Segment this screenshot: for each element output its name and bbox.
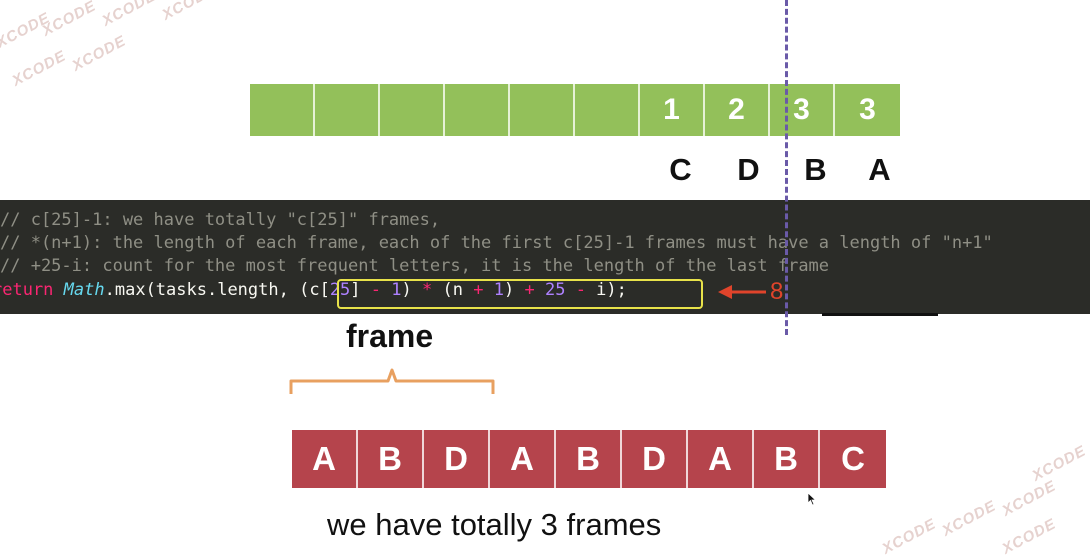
green-array: 1 2 3 3 [250,84,900,136]
green-cell: 3 [770,84,835,136]
red-cell: A [688,430,754,488]
divider [822,313,938,316]
code-panel: // c[25]-1: we have totally "c[25]" fram… [0,200,1090,314]
code-number: 1 [493,280,504,300]
mouse-cursor-icon [807,492,817,506]
red-cell: D [424,430,490,488]
red-cell: B [754,430,820,488]
code-text: (n [432,280,474,300]
red-cell: A [292,430,358,488]
code-text: ] [350,280,371,300]
green-cell [315,84,380,136]
green-cell [445,84,510,136]
code-operator: * [422,280,433,300]
watermark-text: XCODE [9,47,69,90]
letter-label: C [669,152,692,187]
watermark-text: XCODE [39,0,99,40]
dashed-divider [785,0,788,335]
code-operator: - [575,280,586,300]
watermark-text: XCODE [159,0,219,24]
arrow-left-icon [718,285,766,299]
red-cell: C [820,430,886,488]
curly-brace-icon [289,368,495,394]
code-number: 25 [329,280,351,300]
green-cell: 2 [705,84,770,136]
watermark-text: XCODE [999,515,1059,558]
code-text: i); [585,280,627,300]
code-operator: - [370,280,382,300]
code-operator: + [473,280,484,300]
code-class: Math [63,280,105,300]
highlight-box [337,279,703,309]
watermark-text: XCODE [999,477,1059,520]
code-keyword: return [0,280,54,300]
green-cell [380,84,445,136]
code-text: .max(tasks.length, [104,280,300,300]
watermark-text: XCODE [879,515,939,558]
watermark-text: XCODE [69,32,129,75]
watermark-text: XCODE [939,497,999,540]
letter-label: D [737,152,760,187]
green-cell [250,84,315,136]
code-text: ) [401,280,423,300]
green-cell [575,84,640,136]
annotation-number: 8 [770,278,784,305]
code-operator: + [524,280,535,300]
watermark-text: XCODE [1029,442,1089,485]
frame-label: frame [346,318,434,354]
code-return-line: return Math.max(tasks.length, (c[25] - 1… [0,279,627,301]
code-comment-line: // c[25]-1: we have totally "c[25]" fram… [0,210,441,230]
watermark-text: XCODE [99,0,159,30]
red-cell: A [490,430,556,488]
letter-label: B [804,152,827,187]
code-comment-line: // *(n+1): the length of each frame, eac… [0,233,993,253]
red-cell: B [358,430,424,488]
code-text: (c[ [299,280,330,300]
code-number: 25 [544,280,566,300]
green-cell [510,84,575,136]
green-cell: 1 [640,84,705,136]
code-comment-line: // +25-i: count for the most frequent le… [0,256,830,276]
code-text: ) [503,280,525,300]
red-array: A B D A B D A B C [292,430,886,488]
green-cell: 3 [835,84,900,136]
letter-label: A [868,152,891,187]
red-cell: B [556,430,622,488]
caption-text: we have totally 3 frames [327,507,662,542]
code-number: 1 [391,280,402,300]
red-cell: D [622,430,688,488]
